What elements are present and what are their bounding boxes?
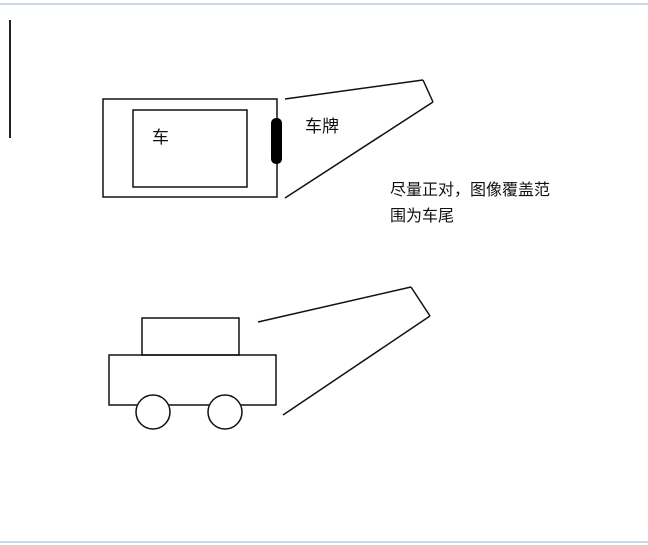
bottom-divider xyxy=(0,541,648,543)
front-wheel xyxy=(207,394,243,430)
view-line-lower xyxy=(284,101,434,199)
side-camera-edge xyxy=(410,286,431,317)
side-view xyxy=(108,286,431,430)
vehicle-cabin xyxy=(141,317,240,356)
top-divider xyxy=(0,3,648,5)
text-cursor-bar xyxy=(9,20,11,138)
vehicle-inner-outline xyxy=(132,109,248,188)
rear-wheel xyxy=(135,394,171,430)
note-line-1: 尽量正对，图像覆盖范 xyxy=(390,180,550,199)
side-view-line-upper xyxy=(257,286,412,323)
top-view: 车 车牌 xyxy=(102,79,434,199)
vehicle-body-outline xyxy=(102,98,278,198)
placement-note: 尽量正对，图像覆盖范 围为车尾 xyxy=(390,180,550,225)
side-view-line-lower xyxy=(282,315,431,416)
note-line-2: 围为车尾 xyxy=(390,206,454,225)
vehicle-chassis xyxy=(108,354,277,406)
plate-label: 车牌 xyxy=(305,117,339,137)
car-label: 车 xyxy=(152,128,169,148)
view-line-upper xyxy=(284,79,424,100)
camera-edge xyxy=(422,79,434,103)
license-plate-marker xyxy=(271,118,282,164)
